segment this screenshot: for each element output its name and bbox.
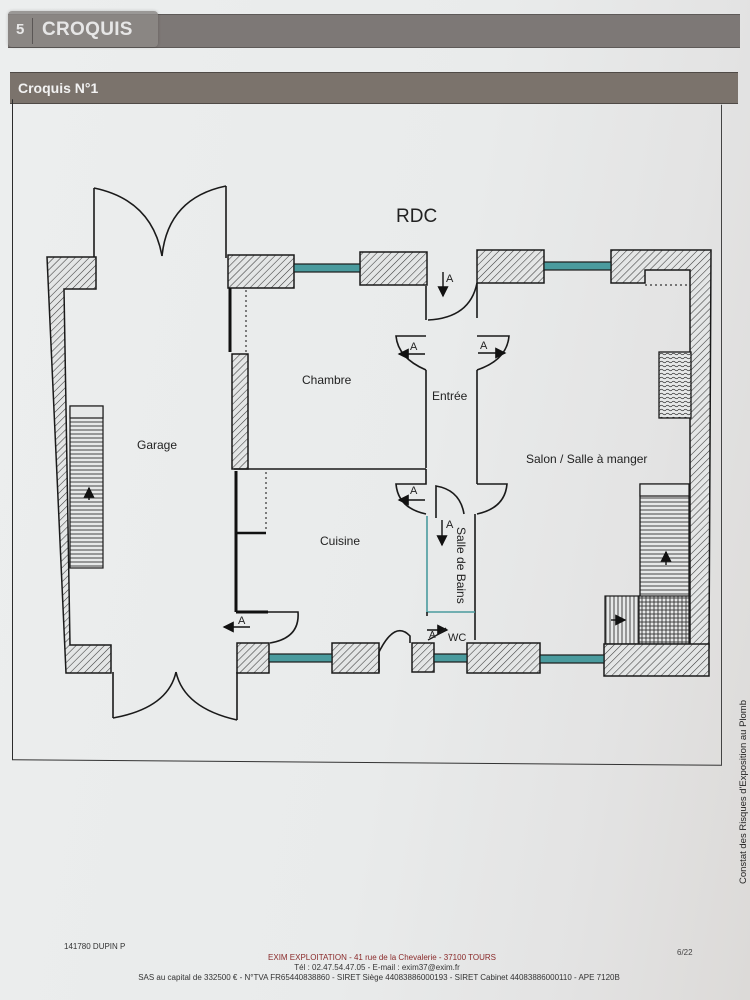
stair-garage xyxy=(69,405,104,569)
room-label-salon: Salon / Salle à manger xyxy=(526,452,647,466)
room-label-garage: Garage xyxy=(137,438,177,452)
window xyxy=(293,263,361,273)
section-tab xyxy=(8,11,158,47)
wall-garage-left xyxy=(46,256,112,674)
subsection-title: Croquis N°1 xyxy=(18,80,99,96)
svg-text:A: A xyxy=(410,341,418,353)
room-label-salle-de-bains: Salle de Bains xyxy=(454,527,468,604)
room-label-chambre: Chambre xyxy=(302,373,352,387)
svg-text:A: A xyxy=(410,485,418,497)
room-label-wc: WC xyxy=(448,632,466,644)
footer-contact: Tél : 02.47.54.47.05 - E-mail : exim37@e… xyxy=(294,963,460,972)
svg-text:A: A xyxy=(446,519,454,531)
svg-text:A: A xyxy=(446,273,454,285)
subsection-header-bar xyxy=(10,72,738,104)
room-label-entree: Entrée xyxy=(432,389,468,403)
footer-reference: 141780 DUPIN P xyxy=(64,942,126,951)
section-divider xyxy=(32,18,33,44)
room-label-cuisine: Cuisine xyxy=(320,534,360,548)
svg-text:A: A xyxy=(238,615,246,627)
svg-text:A: A xyxy=(480,340,488,352)
window xyxy=(543,261,612,271)
svg-text:A: A xyxy=(429,630,436,641)
window xyxy=(268,653,333,663)
section-title: CROQUIS xyxy=(42,19,133,40)
section-number: 5 xyxy=(16,21,25,38)
footer-company: EXIM EXPLOITATION - 41 rue de la Chevale… xyxy=(268,953,496,962)
window xyxy=(433,653,468,663)
document-side-label: Constat des Risques d'Exposition au Plom… xyxy=(738,700,749,884)
footer-legal: SAS au capital de 332500 € - N°TVA FR654… xyxy=(138,973,620,982)
window xyxy=(539,654,605,664)
level-label: RDC xyxy=(396,206,437,227)
page-number: 6/22 xyxy=(677,948,693,957)
wall-right xyxy=(610,249,712,649)
